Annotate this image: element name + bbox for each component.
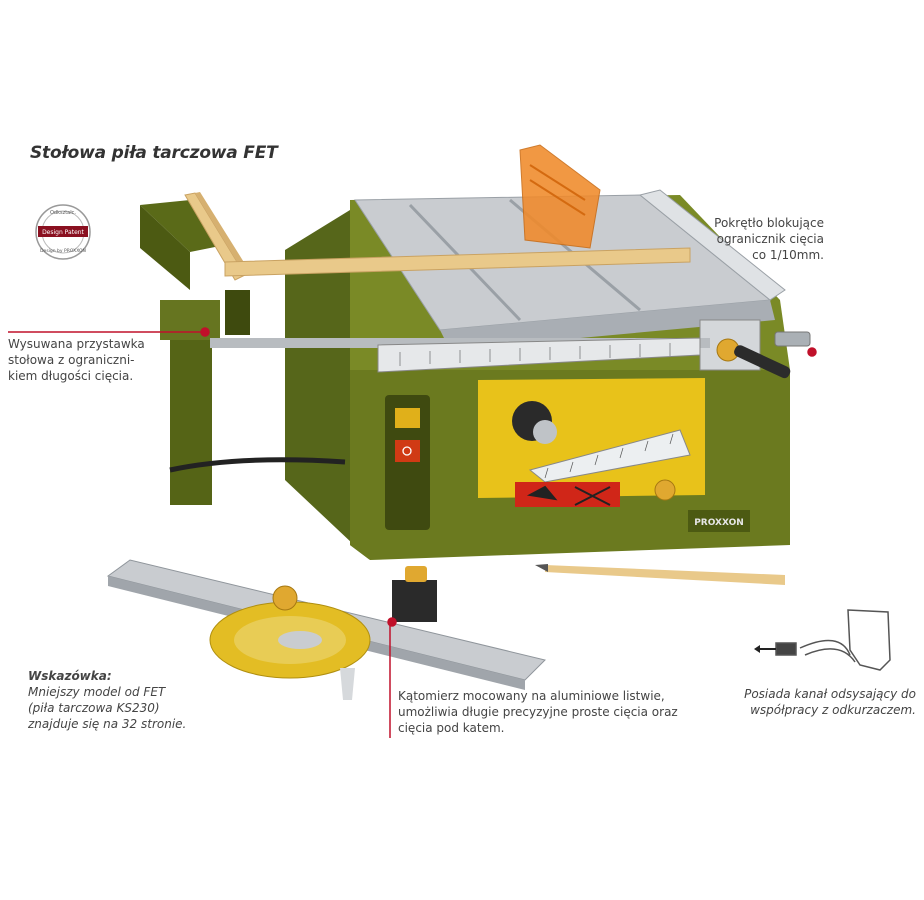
callout-line: współpracy z odkurzaczem. — [750, 703, 916, 717]
tip-line: (piła tarczowa KS230) — [28, 701, 160, 715]
callout-line: co 1/10mm. — [752, 248, 824, 262]
callout-dust-port: Posiada kanał odsysający do współpracy z… — [676, 686, 916, 718]
callout-line: ogranicznik cięcia — [716, 232, 824, 246]
page-title: Stołowa piła tarczowa FET — [30, 143, 278, 163]
callout-line: umożliwia długie precyzyjne proste cięci… — [398, 705, 678, 719]
callout-extension-table: Wysuwana przystawka stołowa z ograniczni… — [8, 336, 145, 384]
brand-logo-text: PROXXON — [694, 518, 744, 528]
callout-line: Pokrętło blokujące — [714, 216, 824, 230]
badge-top-text: Odkształc. — [50, 210, 76, 216]
badge-bottom-text: Design by PROXXON — [40, 248, 86, 254]
callout-line: Kątomierz mocowany na aluminiowe listwie… — [398, 689, 665, 703]
tip-line: znajduje się na 32 stronie. — [28, 717, 187, 731]
callout-line: Wysuwana przystawka — [8, 337, 145, 351]
saw-body: PROXXON — [169, 144, 811, 560]
tip-note: Wskazówka: Mniejszy model od FET (piła t… — [28, 668, 186, 732]
miter-gauge — [106, 559, 546, 700]
callout-line: Posiada kanał odsysający do — [744, 687, 916, 701]
callout-lock-knob: Pokrętło blokujące ogranicznik cięcia co… — [624, 215, 824, 263]
callout-line: cięcia pod katem. — [398, 721, 505, 735]
design-patent-badge: Design Patent Odkształc. Design by PROXX… — [35, 204, 91, 260]
badge-middle-text: Design Patent — [42, 229, 84, 236]
tip-line: Mniejszy model od FET — [28, 685, 166, 699]
callout-line: kiem długości cięcia. — [8, 369, 134, 383]
tip-heading: Wskazówka: — [28, 669, 112, 683]
extension-table — [140, 192, 250, 505]
callout-line: stołowa z ograniczni- — [8, 353, 135, 367]
callout-lines — [8, 327, 817, 738]
pencil — [535, 564, 785, 585]
callout-miter-gauge: Kątomierz mocowany na aluminiowe listwie… — [398, 688, 678, 736]
dust-port-icon — [754, 609, 891, 671]
